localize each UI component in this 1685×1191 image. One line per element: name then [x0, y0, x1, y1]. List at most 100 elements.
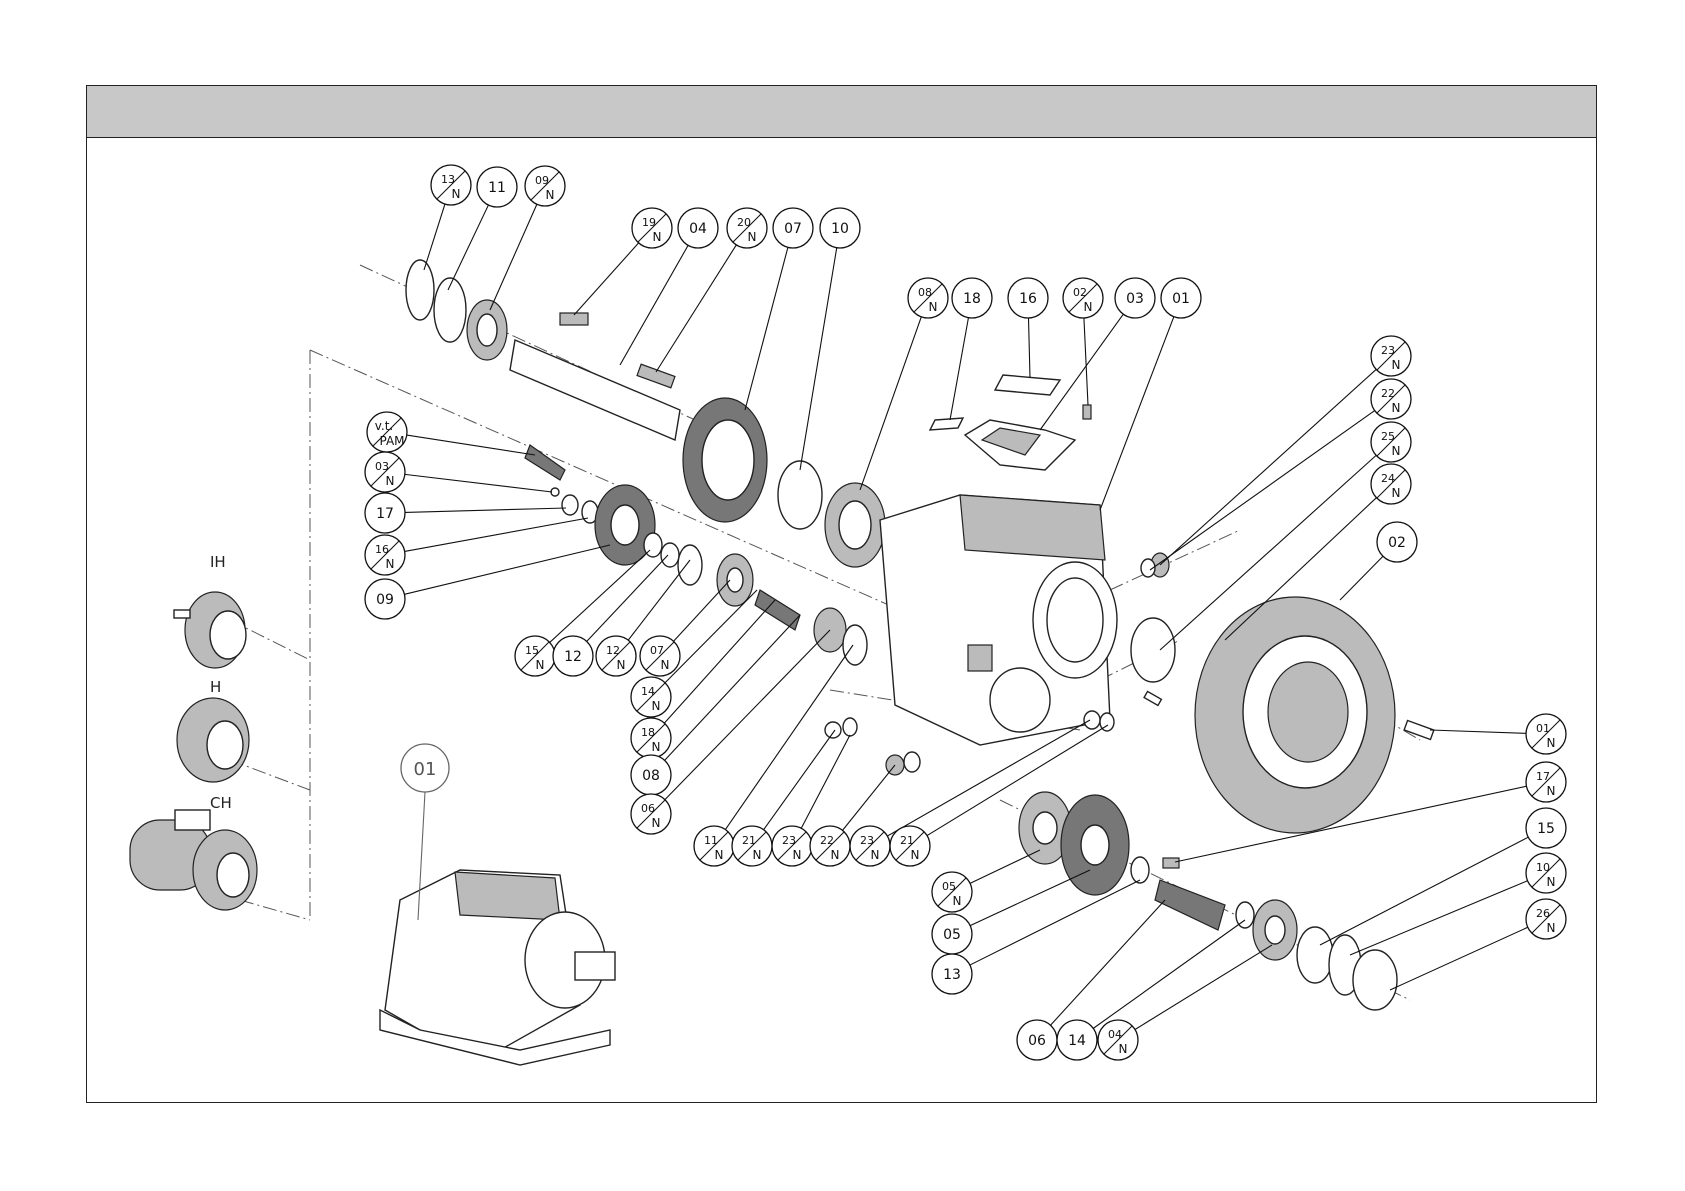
callout-07n: 07N: [640, 636, 680, 676]
callout-number: 23: [860, 834, 874, 847]
leader-17: [405, 508, 566, 512]
callout-11: 11: [477, 167, 517, 207]
callout-17n: 17N: [1526, 762, 1566, 802]
callout-04n: 04N: [1098, 1020, 1138, 1060]
circlip-13n: [406, 260, 434, 320]
callout-number: 21: [742, 834, 756, 847]
callout-suffix: N: [1547, 875, 1556, 889]
callout-suffix: N: [546, 188, 555, 202]
leader-05: [970, 870, 1090, 926]
callout-number: 17: [1536, 770, 1550, 783]
callout-15n: 15N: [515, 636, 555, 676]
callout-suffix: N: [753, 848, 762, 862]
callout-23n-r: 23N: [1371, 336, 1411, 376]
callout-18n: 18N: [631, 718, 671, 758]
output-shaft-04: [510, 340, 680, 440]
callout-suffix: N: [1547, 736, 1556, 750]
callout-number: 18: [963, 291, 981, 307]
callout-suffix: N: [652, 699, 661, 713]
leader-12n: [628, 560, 690, 640]
callout-14: 14: [1057, 1020, 1097, 1060]
callout-04: 04: [678, 208, 718, 248]
callout-number: 22: [820, 834, 834, 847]
callout-suffix: N: [715, 848, 724, 862]
callout-suffix: N: [871, 848, 880, 862]
leader-26n: [1390, 927, 1528, 990]
callout-suffix: N: [617, 658, 626, 672]
callout-number: 16: [375, 543, 389, 556]
callout-number: 19: [642, 216, 656, 229]
callout-suffix: N: [1547, 921, 1556, 935]
callout-suffix: N: [1392, 486, 1401, 500]
callout-number: 11: [488, 180, 506, 196]
callout-suffix: N: [748, 230, 757, 244]
callout-suffix: N: [536, 658, 545, 672]
callout-number: 13: [943, 967, 961, 983]
cap-26n: [1353, 950, 1397, 1010]
callout-number: 20: [737, 216, 751, 229]
leader-11: [448, 205, 488, 290]
callout-12: 12: [553, 636, 593, 676]
leader-09n: [490, 204, 537, 310]
leader-22n-r: [1150, 411, 1375, 570]
callout-number: v.t.: [375, 419, 394, 433]
callout-08n: 08N: [908, 278, 948, 318]
callout-number: 13: [441, 173, 455, 186]
callout-suffix: N: [386, 557, 395, 571]
callout-13n: 13N: [431, 165, 471, 205]
callout-number: 17: [376, 506, 394, 522]
callout-23n-a: 23N: [772, 826, 812, 866]
callout-25n: 25N: [1371, 422, 1411, 462]
callout-number: 16: [1019, 291, 1037, 307]
callout-01n: 01N: [1526, 714, 1566, 754]
leader-16: [1028, 318, 1030, 378]
key-20n: [637, 364, 675, 388]
leader-01n: [1430, 730, 1526, 733]
callout-number: 02: [1388, 535, 1406, 551]
input-pinion-group: [1019, 792, 1397, 1010]
callout-09: 09: [365, 579, 405, 619]
callout-01: 01: [1161, 278, 1201, 318]
callout-number: 08: [918, 286, 932, 299]
motor-variants: IH H CH: [130, 553, 257, 910]
callout-10n: 10N: [1526, 853, 1566, 893]
callout-suffix: N: [911, 848, 920, 862]
callout-05: 05: [932, 914, 972, 954]
callout-number: 08: [642, 768, 660, 784]
callout-number: 06: [1028, 1033, 1046, 1049]
leader-18: [950, 318, 968, 420]
callout-number: 22: [1381, 387, 1395, 400]
callout-number: 26: [1536, 907, 1550, 920]
callout-11n: 11N: [694, 826, 734, 866]
callout-suffix: PAM: [379, 434, 404, 448]
callout-suffix: N: [831, 848, 840, 862]
callout-number: 09: [376, 592, 394, 608]
callout-13: 13: [932, 954, 972, 994]
leader-08: [665, 615, 800, 760]
oil-seal-15: [1297, 927, 1333, 983]
leader-23n-a: [801, 735, 850, 828]
leader-10: [800, 248, 837, 470]
callout-number: 10: [831, 221, 849, 237]
callout-number: 07: [650, 644, 664, 657]
leader-12: [587, 555, 668, 641]
callout-17: 17: [365, 493, 405, 533]
callout-12n: 12N: [596, 636, 636, 676]
callout-suffix: N: [386, 474, 395, 488]
callout-number: 15: [1537, 821, 1555, 837]
leader-09: [404, 545, 610, 594]
callout-number: 06: [641, 802, 655, 815]
callout-03: 03: [1115, 278, 1155, 318]
callout-16n: 16N: [365, 535, 405, 575]
callout-suffix: N: [1392, 401, 1401, 415]
leader-22n-a: [843, 765, 895, 830]
assembly-label: 01: [414, 759, 437, 780]
leader-02: [1340, 556, 1383, 600]
callout-number: 05: [943, 927, 961, 943]
callout-suffix: N: [652, 816, 661, 830]
variant-label-ih: IH: [210, 553, 226, 571]
callout-suffix: N: [452, 187, 461, 201]
callout-suffix: N: [1084, 300, 1093, 314]
leader-18n: [664, 600, 775, 723]
callout-suffix: N: [929, 300, 938, 314]
